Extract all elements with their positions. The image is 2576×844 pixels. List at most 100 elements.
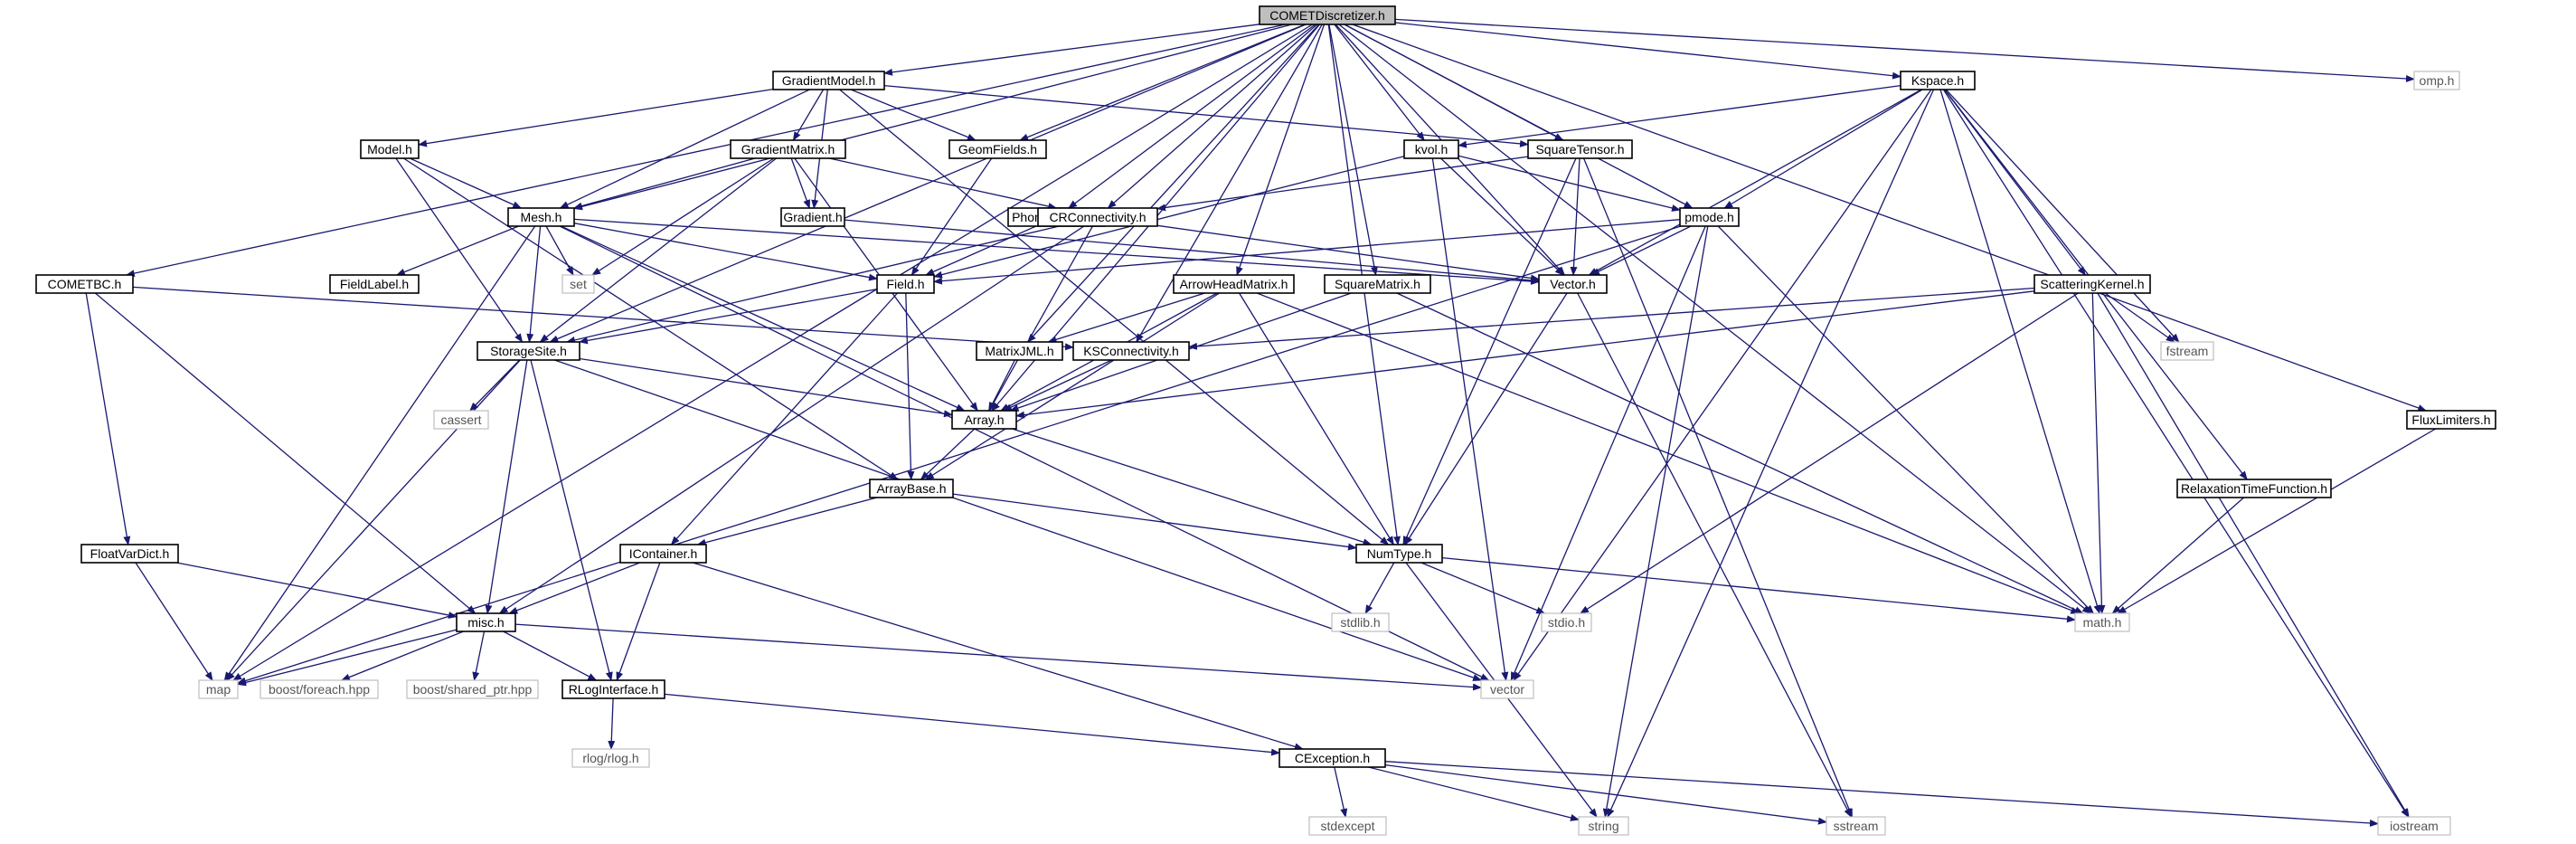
dependency-edge-gradmodel-sqtensor	[883, 84, 1529, 147]
dependency-edge-fluxlim-math	[2117, 428, 2437, 614]
node-label: boost/foreach.hpp	[269, 682, 370, 697]
node-mesh[interactable]: Mesh.h	[507, 207, 575, 227]
edge-arrow	[952, 493, 1357, 551]
node-matrixjml[interactable]: MatrixJML.h	[976, 341, 1063, 361]
node-box	[1541, 612, 1592, 632]
node-floatvar[interactable]: FloatVarDict.h	[80, 544, 179, 564]
node-label: string	[1588, 819, 1618, 833]
dependency-edge-scattering-math	[2091, 292, 2106, 614]
dependency-edge-arrowhead-numtype	[1239, 292, 1394, 545]
node-label: GradientMatrix.h	[741, 142, 835, 156]
edge-arrow	[591, 157, 775, 276]
node-label: sstream	[1834, 819, 1879, 833]
node-gradient[interactable]: Gradient.h	[780, 207, 845, 227]
node-label: COMETBC.h	[48, 277, 122, 291]
node-array[interactable]: Array.h	[951, 410, 1017, 430]
dependency-edge-scattering-iostream	[2097, 292, 2410, 818]
edge-arrow	[1328, 24, 1378, 276]
dependency-edge-crconn-vector_h	[1156, 224, 1540, 282]
node-label: ScatteringKernel.h	[2040, 277, 2144, 291]
dependency-edge-sqtensor-crconn	[1156, 156, 1529, 212]
node-box	[951, 410, 1017, 430]
dependency-edge-storagesite-map	[226, 359, 521, 681]
dependency-edge-kspace-fstream	[1945, 89, 2180, 343]
edge-arrow	[1156, 224, 1540, 282]
node-box	[976, 341, 1063, 361]
node-gradmatrix[interactable]: GradientMatrix.h	[730, 139, 846, 159]
node-numtype[interactable]: NumType.h	[1355, 544, 1443, 564]
node-cometbc[interactable]: COMETBC.h	[35, 274, 134, 294]
edge-arrow	[664, 693, 1280, 756]
node-rlog[interactable]: RLogInterface.h	[561, 679, 665, 699]
node-kspace[interactable]: Kspace.h	[1900, 71, 1976, 90]
node-box	[2176, 479, 2332, 498]
dependency-edge-cometdisc-matrixjml	[1027, 24, 1320, 343]
node-gradmodel[interactable]: GradientModel.h	[772, 71, 885, 90]
node-box	[360, 139, 420, 159]
node-misc[interactable]: misc.h	[456, 612, 516, 632]
dependency-edge-arrowhead-math	[1256, 292, 2081, 614]
edge-arrow	[911, 157, 993, 276]
dependency-edge-cometdisc-sqmatrix	[1328, 24, 1378, 276]
edge-arrow	[1458, 155, 1681, 212]
edge-arrow	[566, 225, 1060, 344]
node-pmode[interactable]: pmode.h	[1679, 207, 1740, 227]
node-sqmatrix[interactable]: SquareMatrix.h	[1324, 274, 1431, 294]
node-storagesite[interactable]: StorageSite.h	[477, 341, 580, 361]
node-box	[876, 274, 935, 294]
node-relaxfunc[interactable]: RelaxationTimeFunction.h	[2176, 479, 2332, 498]
edge-arrow	[176, 562, 458, 619]
node-icontainer[interactable]: IContainer.h	[619, 544, 707, 564]
node-field[interactable]: Field.h	[876, 274, 935, 294]
dependency-edge-sqtensor-numtype	[1402, 157, 1577, 545]
node-vector_h[interactable]: Vector.h	[1538, 274, 1608, 294]
node-scattering[interactable]: ScatteringKernel.h	[2033, 274, 2151, 294]
node-label: stdio.h	[1548, 615, 1585, 630]
edge-arrow	[1239, 292, 1394, 545]
dependency-edge-gradmodel-geomfields	[850, 89, 977, 141]
node-geomfields[interactable]: GeomFields.h	[948, 139, 1047, 159]
node-ksconn[interactable]: KSConnectivity.h	[1072, 341, 1190, 361]
node-fieldlabel[interactable]: FieldLabel.h	[329, 274, 420, 294]
edge-arrow	[1236, 24, 1326, 276]
edge-arrow	[2091, 292, 2106, 614]
edge-arrow	[1717, 225, 2094, 614]
node-box	[1900, 71, 1976, 90]
node-sqtensor[interactable]: SquareTensor.h	[1527, 139, 1633, 159]
edge-arrow	[132, 286, 1074, 351]
dependency-edge-cometbc-ksconn	[132, 286, 1074, 351]
node-label: math.h	[2083, 615, 2122, 630]
node-label: MatrixJML.h	[985, 344, 1053, 358]
dependency-edge-arraybase-numtype	[952, 493, 1357, 551]
dependency-edge-cometdisc-kspace	[1394, 22, 1901, 80]
node-model[interactable]: Model.h	[360, 139, 420, 159]
edge-arrow	[573, 24, 1293, 211]
edge-arrow	[545, 225, 574, 276]
node-label: SquareTensor.h	[1535, 142, 1624, 156]
edge-arrow	[1582, 157, 1854, 818]
dependency-edge-field-storagesite	[578, 288, 878, 345]
node-crconn[interactable]: CRConnectivity.h	[1037, 207, 1158, 227]
node-label: fstream	[2166, 344, 2209, 358]
edge-arrow	[670, 292, 898, 545]
node-arraybase[interactable]: ArrayBase.h	[869, 479, 954, 498]
dependency-edge-storagesite-vector	[554, 359, 1483, 681]
node-label: Mesh.h	[521, 210, 562, 224]
dependency-edge-cometdisc-fluxlim	[1352, 24, 2428, 412]
edge-arrow	[1364, 562, 1395, 614]
dependency-edge-pmode-string	[1602, 225, 1709, 818]
dependency-edge-icontainer-misc	[508, 562, 640, 614]
edge-arrow	[561, 225, 966, 412]
node-cexception[interactable]: CException.h	[1279, 748, 1386, 768]
edge-arrow	[1513, 89, 1932, 681]
dependency-edge-mesh-set	[545, 225, 574, 276]
node-label: vector	[1490, 682, 1524, 697]
node-fluxlim[interactable]: FluxLimiters.h	[2406, 410, 2496, 430]
node-label: stdexcept	[1321, 819, 1375, 833]
node-arrowhead[interactable]: ArrowHeadMatrix.h	[1173, 274, 1295, 294]
dependency-edge-storagesite-misc	[485, 359, 528, 614]
node-kvol[interactable]: kvol.h	[1403, 139, 1459, 159]
dependency-edge-gradmatrix-storagesite	[539, 157, 777, 343]
edge-arrow	[1188, 287, 2035, 350]
node-box	[619, 544, 707, 564]
